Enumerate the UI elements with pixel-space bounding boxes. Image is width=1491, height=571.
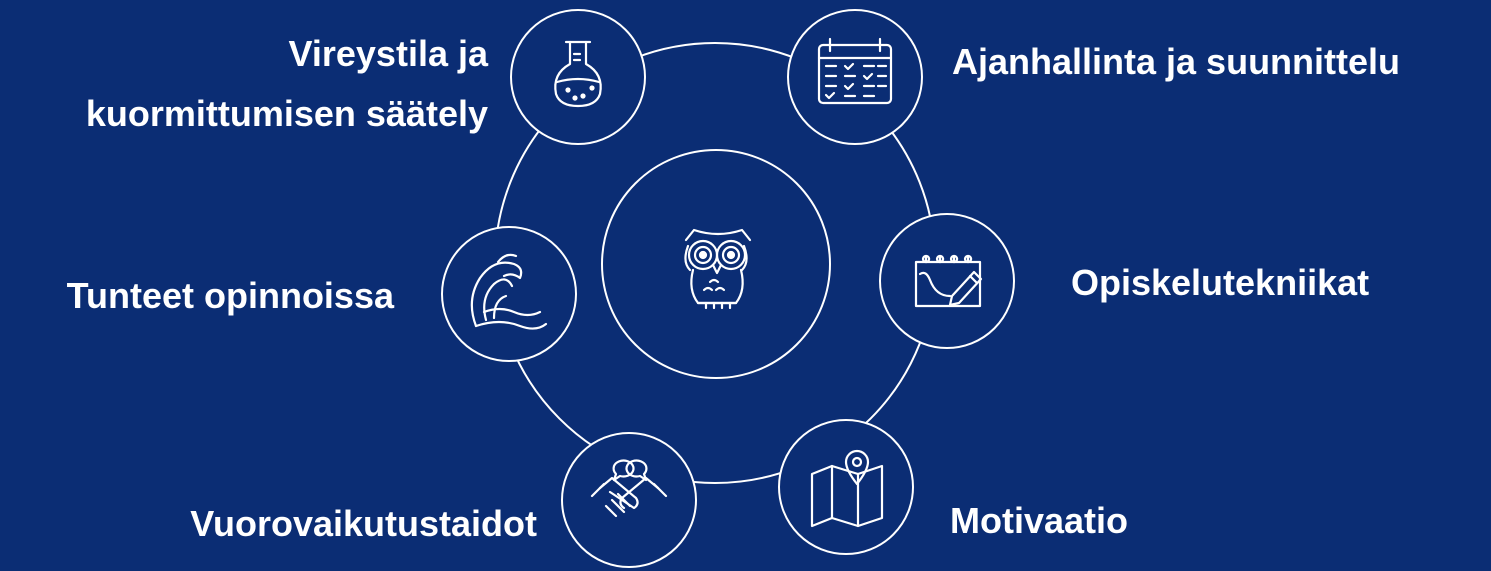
node-tunteet-circle xyxy=(441,226,577,362)
node-motivaatio-circle xyxy=(778,419,914,555)
node-vuorovaikutustaidot-circle xyxy=(561,432,697,568)
label-vireystila: Vireystila ja kuormittumisen säätely xyxy=(0,24,488,144)
label-tunteet: Tunteet opinnoissa xyxy=(0,266,394,326)
label-vuorovaikutustaidot: Vuorovaikutustaidot xyxy=(0,494,537,554)
label-opiskelutekniikat-line-1: Opiskelutekniikat xyxy=(1071,262,1370,303)
label-vireystila-line-2: kuormittumisen säätely xyxy=(85,93,488,134)
label-vuorovaikutustaidot-line-1: Vuorovaikutustaidot xyxy=(190,503,537,544)
label-motivaatio: Motivaatio xyxy=(950,491,1128,551)
label-tunteet-line-1: Tunteet opinnoissa xyxy=(66,275,394,316)
node-vireystila-circle xyxy=(510,9,646,145)
center-circle xyxy=(601,149,831,379)
label-vireystila-line-1: Vireystila ja xyxy=(288,33,488,74)
calendar-icon xyxy=(817,37,893,105)
node-opiskelutekniikat-circle xyxy=(879,213,1015,349)
map-pin-icon xyxy=(810,449,884,528)
label-motivaatio-line-1: Motivaatio xyxy=(950,500,1129,541)
label-opiskelutekniikat: Opiskelutekniikat xyxy=(1071,253,1369,313)
notepad-pencil-icon xyxy=(914,254,983,308)
handshake-icon xyxy=(590,459,668,518)
wave-icon xyxy=(470,253,548,330)
label-ajanhallinta-line-1: Ajanhallinta ja suunnittelu xyxy=(952,41,1401,82)
flask-icon xyxy=(554,40,602,108)
owl-icon xyxy=(684,228,752,310)
label-ajanhallinta: Ajanhallinta ja suunnittelu xyxy=(952,32,1400,92)
